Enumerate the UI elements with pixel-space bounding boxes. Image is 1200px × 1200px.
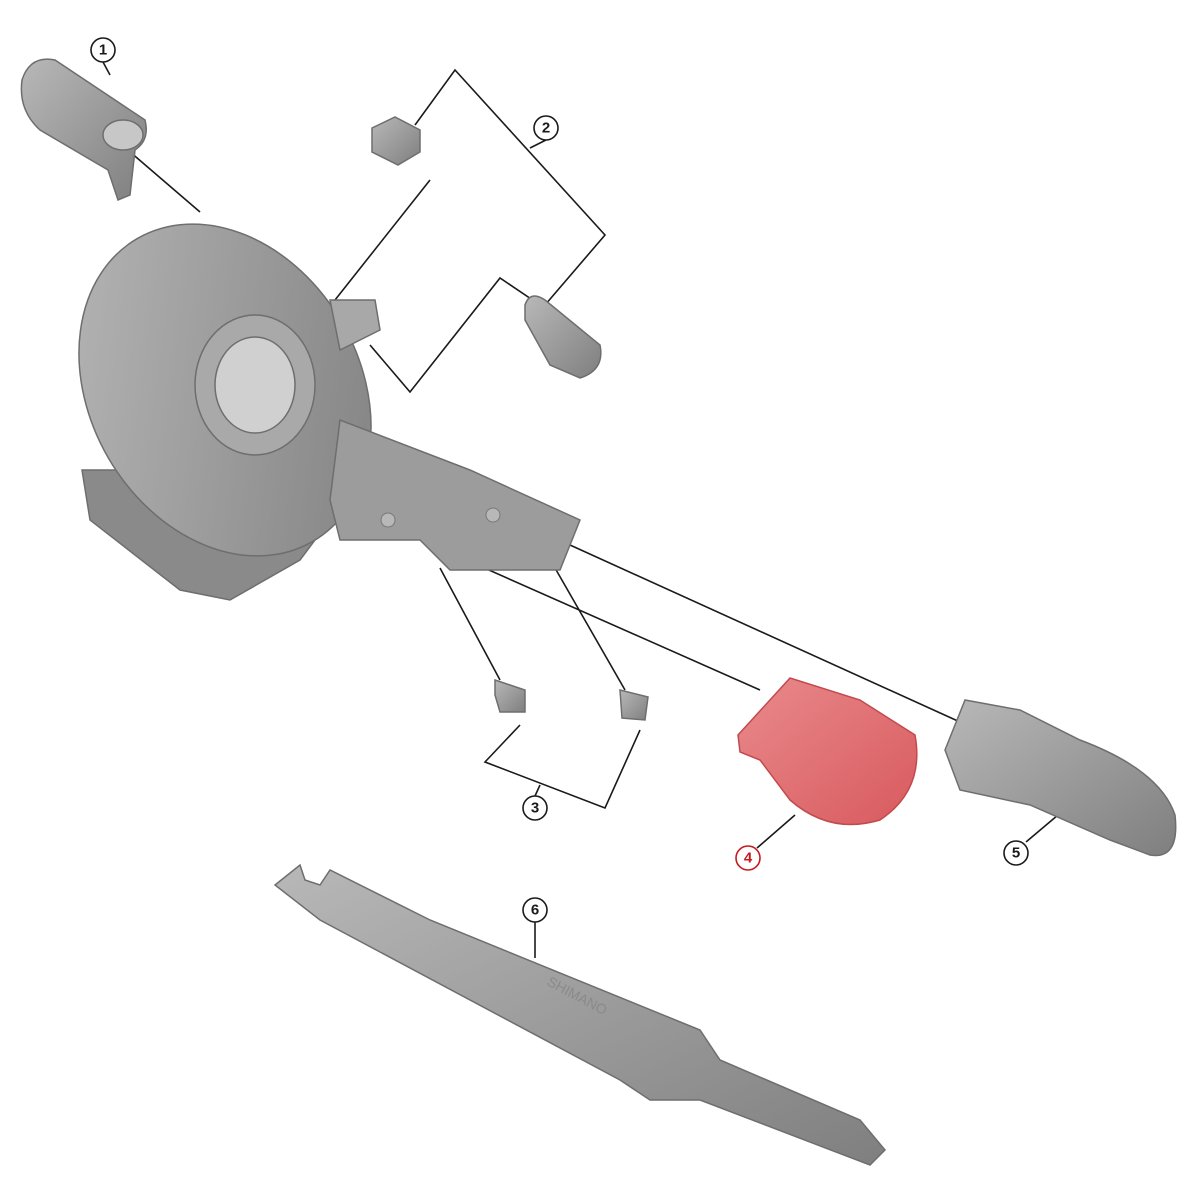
- callout-4-label: 4: [744, 850, 753, 867]
- part-2-nut-and-bolt: [371, 116, 602, 379]
- callout-5-label: 5: [1012, 845, 1020, 862]
- callout-2: 2: [533, 115, 559, 141]
- callout-3-label: 3: [531, 800, 539, 817]
- part-6-tool: SHIMANO: [273, 863, 887, 1166]
- part-5-lever: [944, 699, 1177, 857]
- callout-3: 3: [522, 795, 548, 821]
- callout-6-label: 6: [531, 902, 539, 919]
- part-3-screws: [494, 678, 649, 721]
- part-1-sleeve: [20, 58, 147, 202]
- callout-1: 1: [90, 37, 116, 63]
- callout-5: 5: [1003, 840, 1029, 866]
- leader-lines: [102, 61, 1059, 958]
- callout-1-label: 1: [99, 42, 107, 59]
- callout-2-label: 2: [542, 120, 550, 137]
- callout-6: 6: [522, 897, 548, 923]
- part-4-lever-cover: [737, 677, 918, 826]
- part-main-body: [78, 223, 581, 601]
- callout-4: 4: [735, 845, 761, 871]
